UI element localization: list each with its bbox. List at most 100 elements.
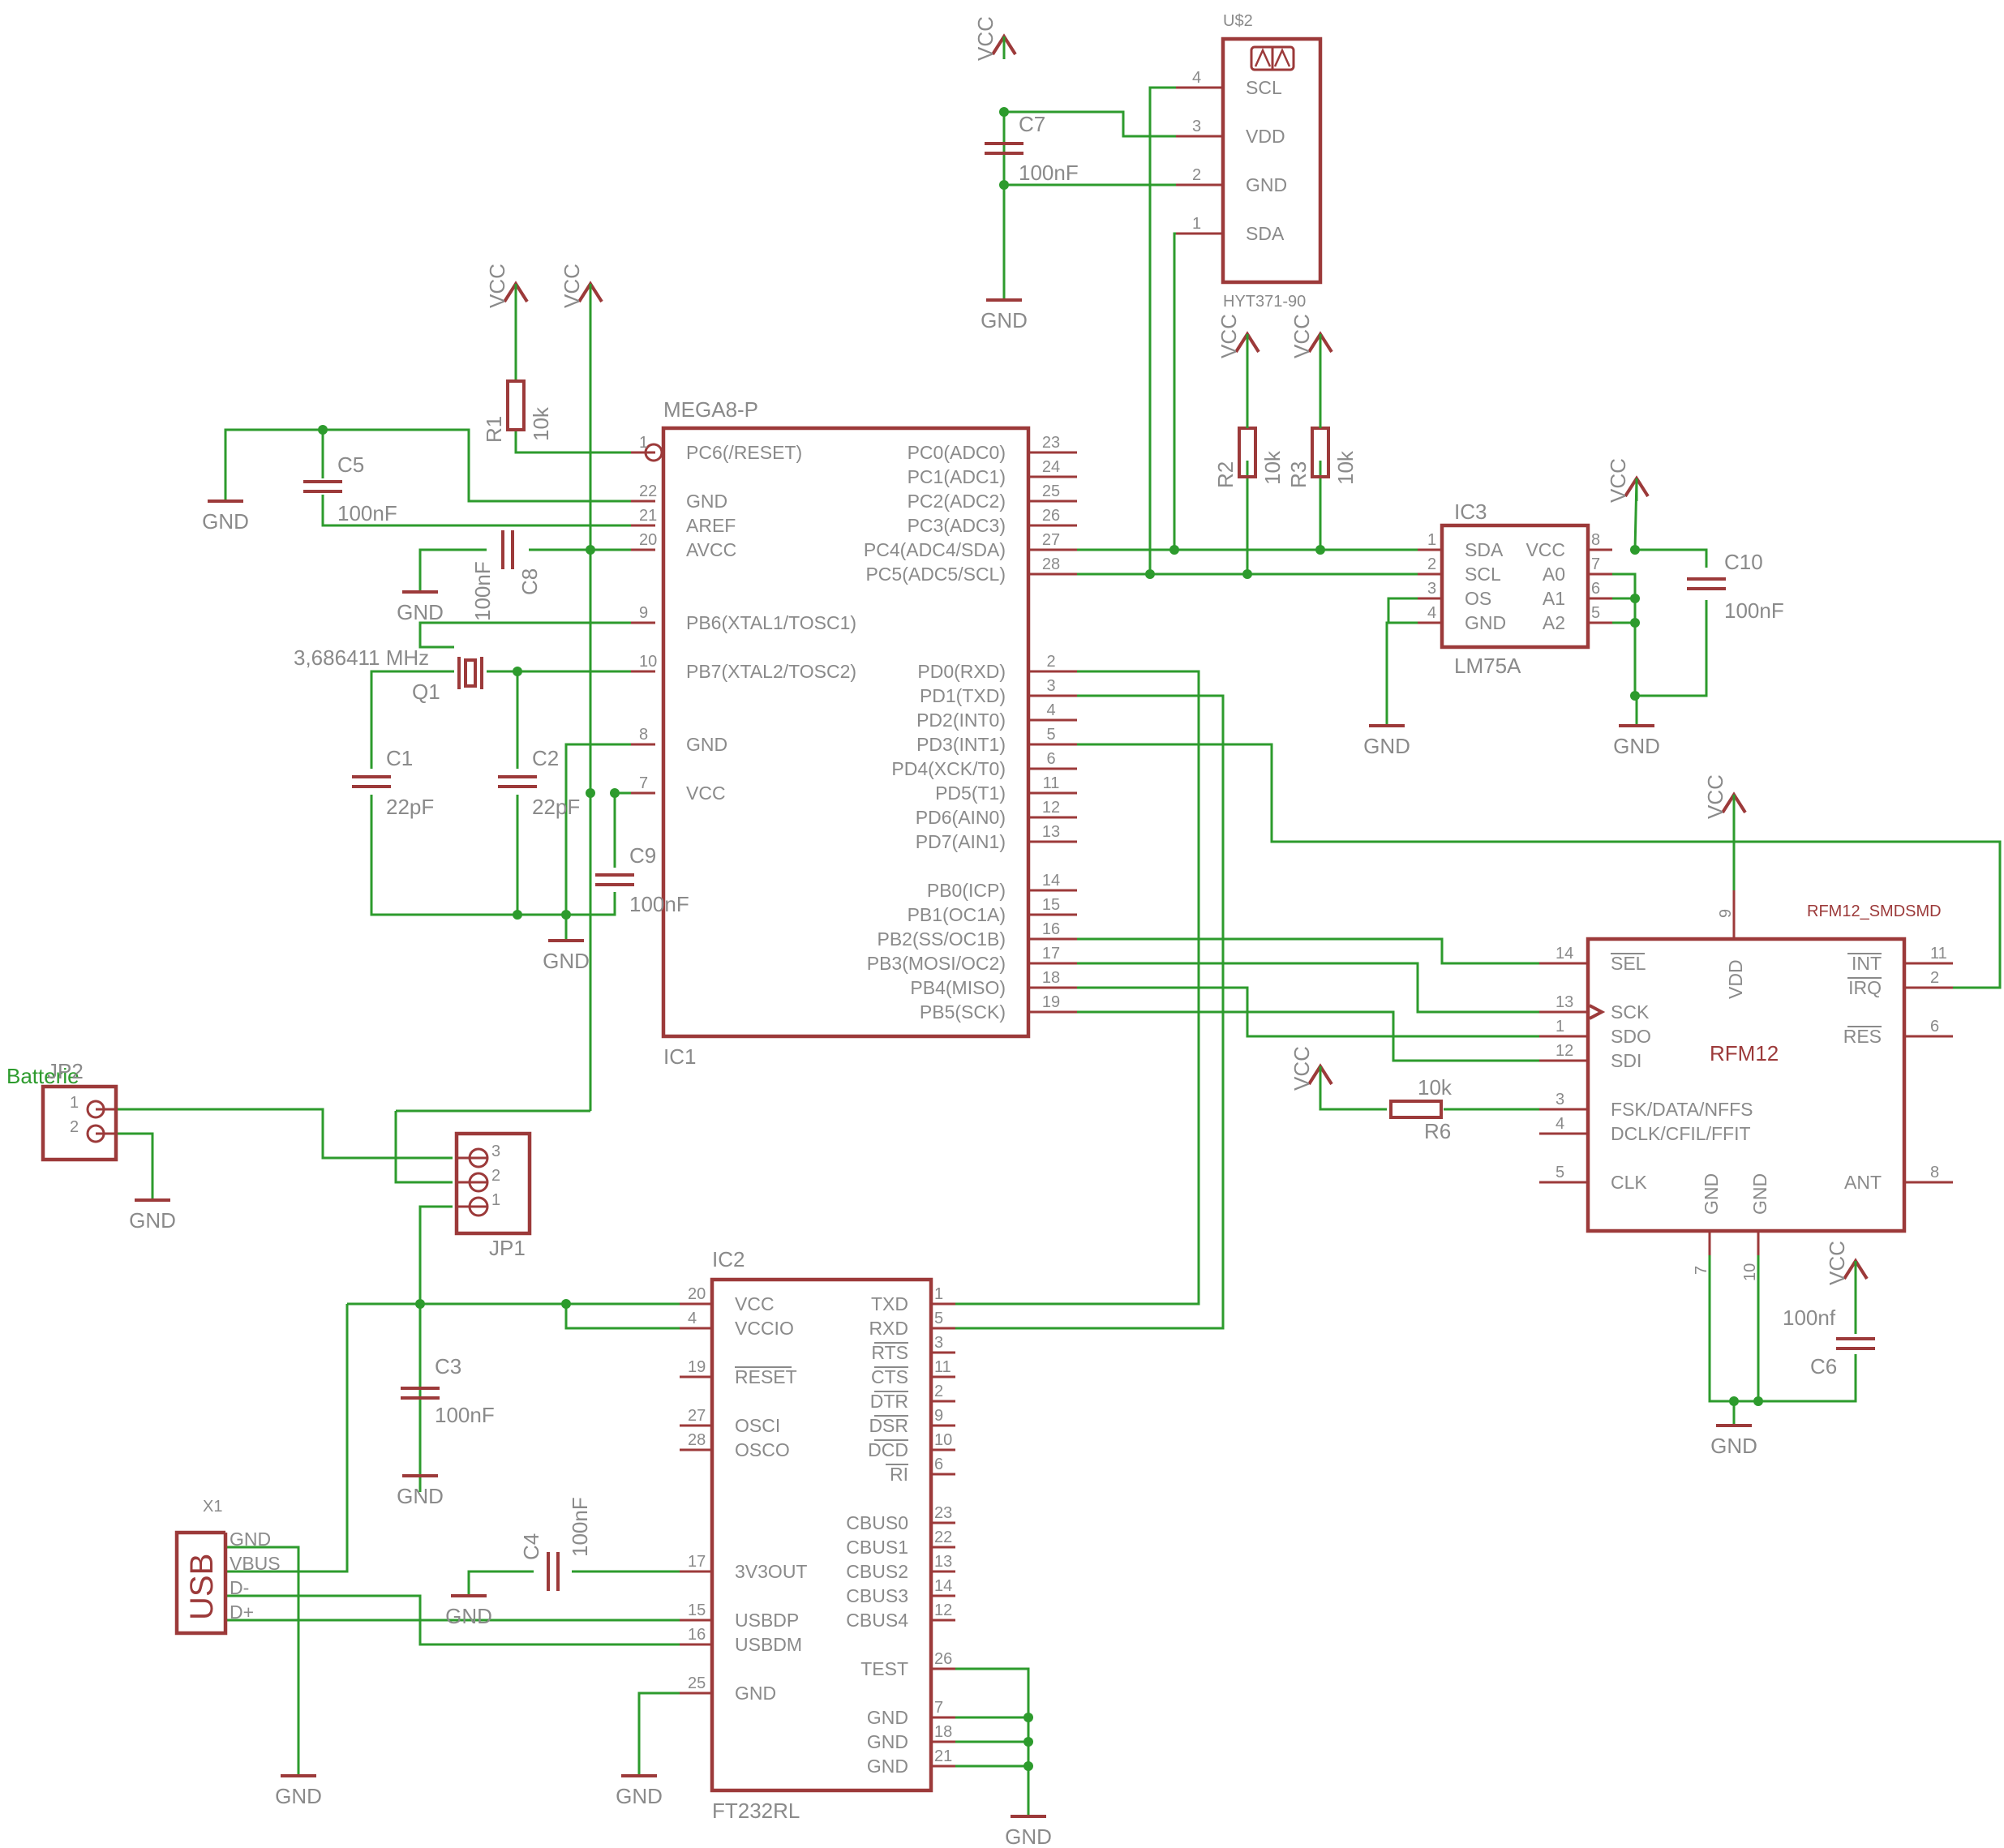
ic1-pin-label: PC0(ADC0) (908, 442, 1006, 463)
ic1-pin-number: 15 (1042, 896, 1060, 914)
c2-ref: C2 (532, 746, 559, 770)
c8-ref: C8 (517, 568, 542, 595)
rfm12-pin-label: IRQ (1848, 977, 1882, 998)
ic1-pin-number: 22 (639, 482, 657, 500)
rfm12-pin7-number: 7 (1693, 1266, 1710, 1275)
ic2-name: FT232RL (712, 1799, 800, 1823)
ic1-pin-number: 8 (639, 726, 648, 744)
r2-value: 10k (1260, 450, 1285, 485)
ic1-pin-label: PD3(INT1) (916, 734, 1006, 755)
ic2-pin-label: USBDP (735, 1610, 799, 1631)
c1-value: 22pF (386, 795, 434, 819)
ic1-pin-number: 16 (1042, 920, 1060, 938)
jp1-ref: JP1 (489, 1236, 526, 1260)
rfm12-pin-number: 5 (1556, 1164, 1564, 1181)
vcc-label: VCC (1290, 314, 1314, 358)
jp2-body (41, 1084, 118, 1162)
ic1-pin-number: 6 (1046, 750, 1055, 768)
ic1-pin-label: PD1(TXD) (920, 685, 1006, 706)
rfm12-pin-label: SDO (1611, 1026, 1651, 1047)
gnd-label: GND (397, 600, 444, 624)
ic2-pin-label: VCC (735, 1293, 775, 1314)
usb-body-label: USB (184, 1554, 220, 1620)
us2-pin-label: SCL (1246, 77, 1282, 98)
ic2-pin-number: 16 (688, 1626, 706, 1644)
x1-pin-vbus: VBUS (230, 1553, 281, 1574)
r6-value: 10k (1418, 1075, 1453, 1100)
ic2-pin-number: 9 (934, 1407, 943, 1425)
rfm12-pin-number: 8 (1930, 1164, 1939, 1181)
ic1-pin-number: 13 (1042, 823, 1060, 841)
jp2-label: Batterie (6, 1064, 79, 1088)
ic1-body (661, 426, 1031, 1039)
ic2-ref: IC2 (712, 1247, 745, 1271)
ic2-pin-label: RXD (869, 1318, 908, 1339)
ic1-pin-label: PB1(OC1A) (908, 904, 1006, 925)
vcc-label: VCC (560, 264, 584, 308)
vcc-label: VCC (1217, 314, 1241, 358)
ic1-pin-number: 4 (1046, 701, 1055, 719)
ic1-pin-label: PC6(/RESET) (686, 442, 802, 463)
gnd-label: GND (445, 1604, 492, 1628)
ic2-body (710, 1277, 933, 1793)
ic1-pin-label: PD0(RXD) (917, 661, 1006, 682)
ic1-pin-label: AREF (686, 515, 736, 536)
ic2-pin-label: TXD (871, 1293, 908, 1314)
ic1-pin-label: GND (686, 491, 727, 512)
rfm12-pin-label: ANT (1844, 1172, 1882, 1193)
rfm12-pin-number: 14 (1556, 945, 1573, 963)
ic2-pin-label: CBUS1 (846, 1537, 908, 1558)
us2-pin-number: 2 (1192, 166, 1201, 184)
vcc-label: VCC (485, 264, 509, 308)
rfm12-pin-label: INT (1852, 953, 1882, 974)
c3-ref: C3 (435, 1354, 461, 1378)
rfm12-pin-label: DCLK/CFIL/FFIT (1611, 1123, 1751, 1144)
ic3-pin-number: 2 (1427, 555, 1436, 573)
c8-value: 100nF (470, 561, 495, 621)
rfm12-vdd-label: VDD (1725, 959, 1746, 999)
c9-value: 100nF (629, 892, 689, 916)
vcc-label: VCC (973, 16, 998, 61)
vcc-label: VCC (1606, 458, 1630, 503)
r1-value: 10k (529, 406, 553, 441)
us2-pin-number: 3 (1192, 118, 1201, 135)
jp2-pin1: 1 (70, 1094, 79, 1112)
ic2-pin-label: RESET (735, 1366, 797, 1387)
ic1-pin-number: 24 (1042, 458, 1060, 476)
ic1-pin-label: PB3(MOSI/OC2) (867, 953, 1006, 974)
ic2-pin-number: 21 (934, 1747, 952, 1765)
ic1-pin-number: 21 (639, 507, 657, 525)
us2-pin-label: SDA (1246, 223, 1285, 244)
ic1-ref: IC1 (663, 1044, 696, 1069)
ic1-pin-label: PC5(ADC5/SCL) (865, 564, 1006, 585)
ic2-pin-number: 10 (934, 1431, 952, 1449)
jp2-ref: JP2 (47, 1059, 84, 1083)
ic2-pin-label: GND (735, 1683, 776, 1704)
ic2-pin-number: 14 (934, 1577, 952, 1595)
c10-value: 100nF (1724, 598, 1784, 623)
gnd-label: GND (981, 308, 1028, 332)
ic2-pin-number: 6 (934, 1456, 943, 1473)
ic2-pin-label: GND (867, 1731, 908, 1752)
ic2-pin-number: 25 (688, 1674, 706, 1692)
ic3-pin-label: A0 (1543, 564, 1565, 585)
ic3-pin-label: GND (1465, 612, 1506, 633)
rfm12-pin-label: CLK (1611, 1172, 1647, 1193)
ic1-pin-label: PD7(AIN1) (916, 831, 1006, 852)
ic3-pin-label: SDA (1465, 539, 1504, 560)
r6-ref: R6 (1424, 1119, 1451, 1143)
jp1-pin1: 1 (491, 1191, 500, 1209)
ic2-pin-label: OSCO (735, 1439, 790, 1460)
ic1-pin-number: 23 (1042, 434, 1060, 452)
ic3-pin-number: 5 (1591, 604, 1600, 622)
ic1-pin-label: PD6(AIN0) (916, 807, 1006, 828)
ic3-value: LM75A (1454, 654, 1521, 678)
c1-ref: C1 (386, 746, 413, 770)
ic2-pin-label: CBUS0 (846, 1512, 908, 1533)
c5-value: 100nF (337, 501, 397, 525)
wires (96, 86, 2002, 1816)
ic2-pin-label: CTS (871, 1366, 908, 1387)
ic3-pin-number: 8 (1591, 531, 1600, 549)
jp2-pin2: 2 (70, 1118, 79, 1136)
